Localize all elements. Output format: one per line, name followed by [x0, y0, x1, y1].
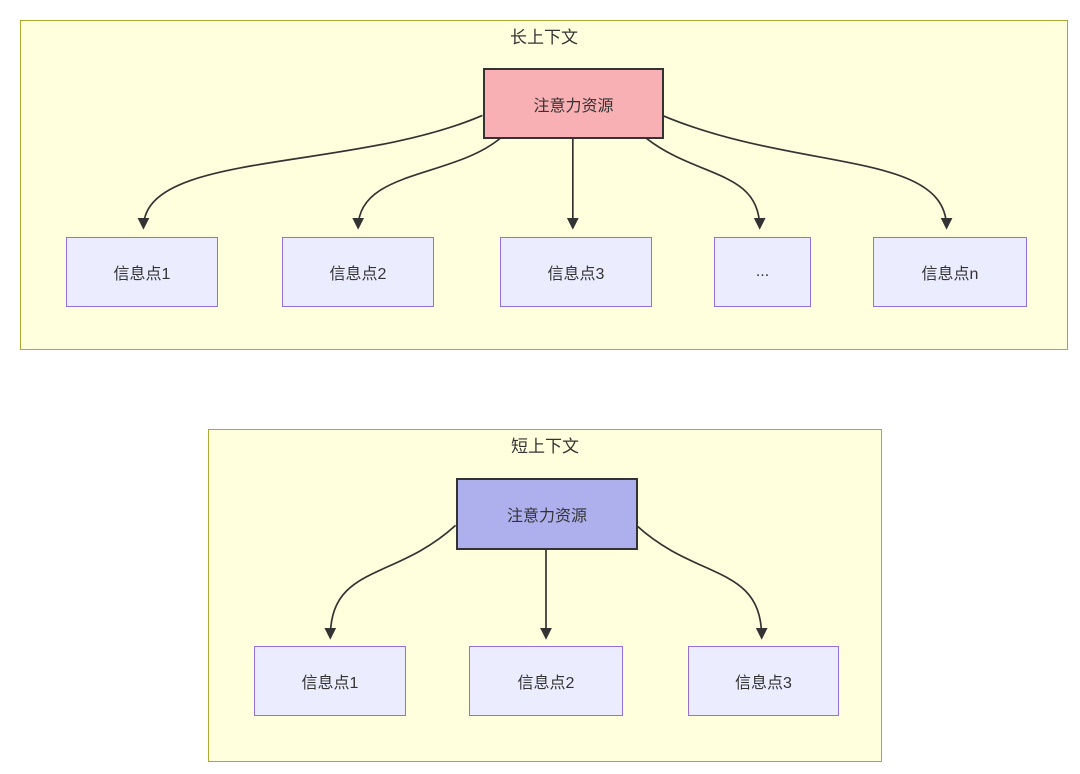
node-info-point-1-long: 信息点1	[66, 237, 218, 307]
edges-layer-long	[137, 114, 953, 230]
node-info-point-2-short: 信息点2	[469, 646, 623, 716]
node-info-point-1-short: 信息点1	[254, 646, 406, 716]
edge-attention-to-infon-long	[661, 114, 953, 230]
edge-attention-to-ellipsis-long	[645, 137, 766, 230]
cluster-title-long: 长上下文	[510, 28, 578, 47]
edge-attention-to-info3-short	[635, 524, 768, 640]
cluster-title-short: 短上下文	[511, 437, 579, 456]
edge-attention-to-info1-long	[137, 114, 483, 230]
node-attention-resource-long: 注意力资源	[483, 68, 664, 139]
node-info-point-3-short: 信息点3	[688, 646, 839, 716]
node-info-point-ellipsis-long: ...	[714, 237, 811, 307]
cluster-long-context: 长上下文 注意力资源 信息点1 信息点2 信息点3 ... 信息点n	[20, 20, 1068, 350]
edge-attention-to-info2-long	[352, 137, 501, 230]
node-info-point-3-long: 信息点3	[500, 237, 652, 307]
edge-attention-to-info1-short	[324, 524, 457, 640]
cluster-short-context: 短上下文 注意力资源 信息点1 信息点2 信息点3	[208, 429, 882, 762]
edges-layer-short	[324, 524, 768, 640]
node-info-point-n-long: 信息点n	[873, 237, 1027, 307]
node-attention-resource-short: 注意力资源	[456, 478, 638, 550]
node-info-point-2-long: 信息点2	[282, 237, 434, 307]
